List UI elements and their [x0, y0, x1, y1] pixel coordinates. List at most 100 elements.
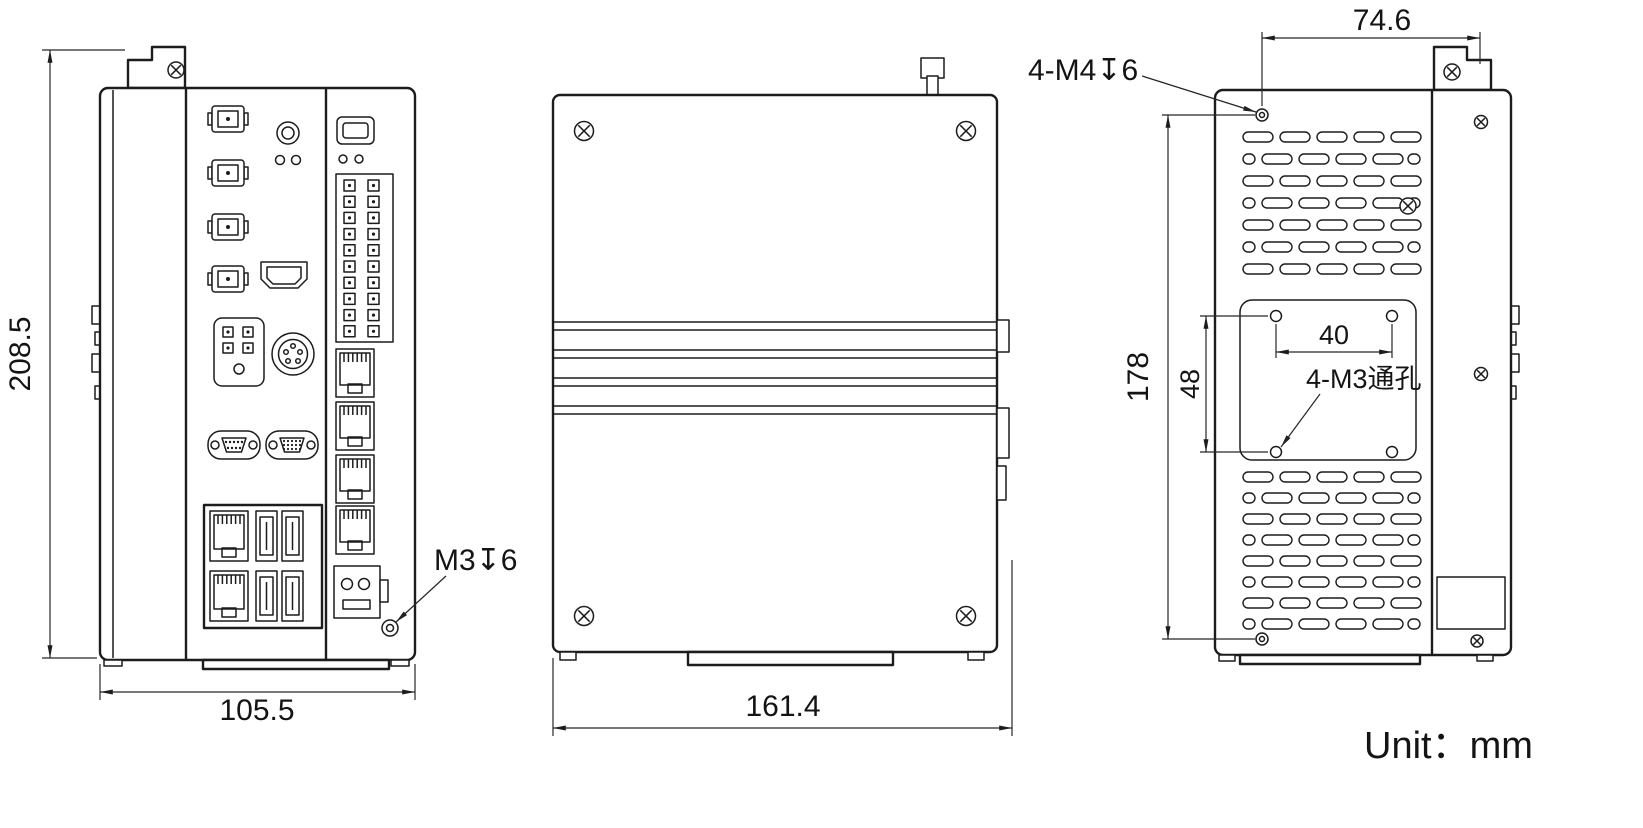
- screw-icon: [955, 605, 977, 627]
- dim-label-side-width: 161.4: [745, 690, 820, 723]
- terminal-pin: [242, 342, 254, 354]
- back-vent-bottom: [1242, 471, 1422, 630]
- rj45-port: [335, 348, 375, 398]
- power-terminal-slot: [342, 599, 371, 610]
- m4-hole-bottom-inner: [1258, 635, 1266, 643]
- m3-through-hole-callout: 4-M3通孔: [1280, 364, 1422, 448]
- side-body: [551, 93, 999, 654]
- round-connector-pin: [282, 348, 290, 356]
- db9-connector: [207, 430, 261, 460]
- dimension-arrow: [1203, 316, 1209, 329]
- terminal-pin: [222, 342, 234, 354]
- screw-icon: [1470, 634, 1484, 648]
- terminal-pin: [367, 308, 380, 322]
- dim-front-width: 105.5: [99, 664, 416, 727]
- m4-screw-callout: 4-M4↧6: [1028, 54, 1257, 113]
- m3-hole-tr: [1385, 309, 1399, 323]
- m3-screw-hole: [381, 619, 399, 637]
- dim-label-back-plate-height: 48: [1175, 369, 1205, 399]
- m3-hole-bl: [1269, 445, 1283, 459]
- terminal-pin: [343, 308, 356, 322]
- io-connector: [207, 159, 249, 187]
- terminal-pin: [222, 326, 234, 338]
- m3-hole-tl: [1269, 309, 1283, 323]
- usb-port: [281, 510, 304, 562]
- usb-port: [255, 570, 278, 622]
- dimension-arrow: [999, 725, 1012, 731]
- side-base-bar: [686, 650, 895, 667]
- m3-through-hole-note: 4-M3通孔: [1306, 364, 1422, 394]
- front-foot-left: [103, 659, 123, 667]
- screw-icon: [1399, 197, 1417, 215]
- terminal-pin: [367, 211, 380, 225]
- m3-screw-hole-inner: [385, 623, 395, 633]
- dim-label-front-height: 208.5: [4, 316, 37, 391]
- led-indicator-2: [290, 154, 302, 166]
- front-ports-right: [333, 116, 399, 637]
- side-edge-connectors: [996, 319, 1010, 501]
- power-terminal-hole-1: [340, 577, 354, 591]
- usb-port: [255, 510, 278, 562]
- power-din-connector: [213, 317, 265, 387]
- side-view: [551, 57, 1010, 667]
- terminal-pin: [367, 276, 380, 289]
- terminal-pin: [343, 276, 356, 289]
- m3-hole-br: [1385, 445, 1399, 459]
- led-indicator-3: [338, 154, 348, 164]
- dim-label-front-width: 105.5: [219, 694, 294, 727]
- side-grooves: [553, 321, 997, 415]
- terminal-pin: [343, 244, 356, 257]
- terminal-pin: [367, 260, 380, 273]
- dimension-arrow: [100, 689, 113, 695]
- screw-icon: [955, 120, 977, 142]
- screw-icon: [573, 605, 595, 627]
- screw-icon: [1473, 114, 1489, 130]
- led-indicator-1: [274, 154, 286, 166]
- dim-side-width: 161.4: [552, 560, 1013, 736]
- terminal-pin: [343, 260, 356, 273]
- io-connector: [207, 105, 249, 133]
- rj45-port: [335, 401, 375, 451]
- sim-slot-inner: [342, 122, 369, 139]
- m3-screw-note: M3↧6: [434, 544, 518, 577]
- dim-label-back-hole-span: 74.6: [1353, 4, 1411, 37]
- terminal-pin: [343, 179, 356, 192]
- screw-icon: [167, 61, 185, 79]
- unit-note: Unit：mm: [1364, 725, 1533, 767]
- io-connector: [207, 265, 249, 293]
- m3-screw-callout: M3↧6: [395, 544, 518, 623]
- dim-front-height: 208.5: [4, 49, 125, 659]
- rj45-port: [335, 454, 375, 504]
- round-connector-pin: [294, 357, 302, 365]
- round-connector-pin: [284, 357, 292, 365]
- back-foot-left: [1218, 654, 1236, 662]
- terminal-pin: [367, 227, 380, 241]
- front-ports: [202, 105, 324, 630]
- back-base-bar: [1238, 653, 1422, 666]
- rj45-port: [335, 505, 375, 555]
- front-view: [91, 45, 417, 671]
- terminal-pin: [343, 195, 356, 208]
- side-antenna-mount: [920, 57, 945, 97]
- dimension-arrow: [1165, 626, 1171, 639]
- led-indicator-4: [354, 154, 364, 164]
- round-connector-pin: [289, 342, 297, 350]
- terminal-pin: [242, 326, 254, 338]
- screw-icon: [1473, 366, 1489, 382]
- terminal-pin: [367, 325, 380, 338]
- back-view: [1213, 45, 1520, 666]
- power-button-inner: [281, 126, 295, 140]
- vga-connector: [265, 430, 319, 460]
- back-label-plate: [1436, 576, 1506, 630]
- dimension-arrow: [553, 725, 566, 731]
- dimensions: 208.5 105.5 161.4 74.6 178: [4, 4, 1481, 736]
- usb-port: [281, 570, 304, 622]
- terminal-block: [335, 173, 394, 343]
- dimension-arrow: [47, 645, 53, 658]
- back-din-clips: [1509, 305, 1520, 400]
- screw-icon: [1443, 63, 1461, 81]
- m4-hole-bottom: [1255, 632, 1269, 646]
- vent-slot-grid: [1242, 131, 1422, 275]
- terminal-pin: [343, 325, 356, 338]
